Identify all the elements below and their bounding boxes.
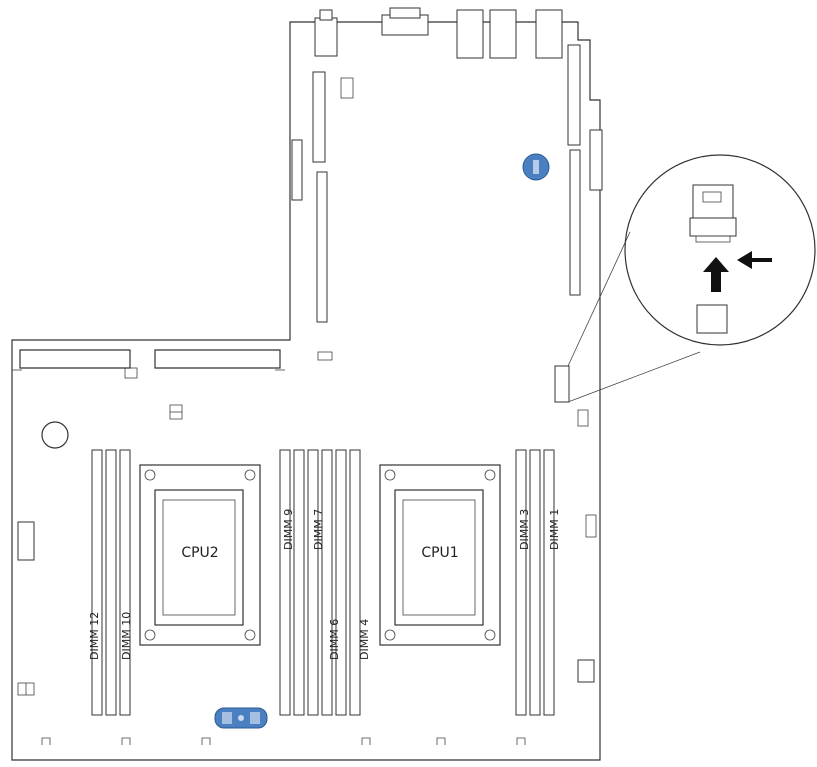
cpu2-label: CPU2 — [181, 545, 218, 561]
cmos-battery — [41, 421, 69, 449]
pcie-slots-right — [567, 44, 603, 296]
insertion-arrow-icon — [703, 257, 729, 292]
dimm9-label: DIMM 9 — [282, 509, 295, 550]
front-header — [17, 521, 35, 561]
cpu1-socket — [379, 464, 501, 646]
rear-io-connectors — [314, 7, 563, 59]
connector-highlight-icon — [214, 707, 268, 729]
dimm4-label: DIMM 4 — [358, 619, 371, 660]
dimm7-label: DIMM 7 — [312, 509, 325, 550]
small-connector — [577, 659, 595, 683]
board-outline — [11, 21, 601, 761]
push-arrow-icon — [737, 251, 772, 269]
cpu1-label: CPU1 — [421, 545, 458, 561]
dimm12-label: DIMM 12 — [88, 612, 101, 660]
dimm1-label: DIMM 1 — [548, 509, 561, 550]
dimm-slots-middle — [279, 449, 361, 716]
small-component — [585, 514, 597, 538]
small-component — [317, 351, 333, 361]
cpu2-socket — [139, 464, 261, 646]
backplane-connectors — [12, 349, 285, 371]
standoff-highlight-icon — [522, 153, 550, 181]
callout-connector-on-board — [554, 365, 570, 403]
dimm3-label: DIMM 3 — [518, 509, 531, 550]
dimm6-label: DIMM 6 — [328, 619, 341, 660]
pcie-slots-left — [291, 71, 354, 323]
dimm-slots-cpu1-right — [515, 449, 555, 716]
callout-connector-icon — [696, 304, 728, 334]
dimm-slots-cpu2-left — [91, 449, 131, 716]
callout-magnifier — [567, 154, 816, 403]
dimm10-label: DIMM 10 — [120, 612, 133, 660]
small-component — [124, 367, 138, 379]
fan-connectors — [41, 737, 526, 745]
